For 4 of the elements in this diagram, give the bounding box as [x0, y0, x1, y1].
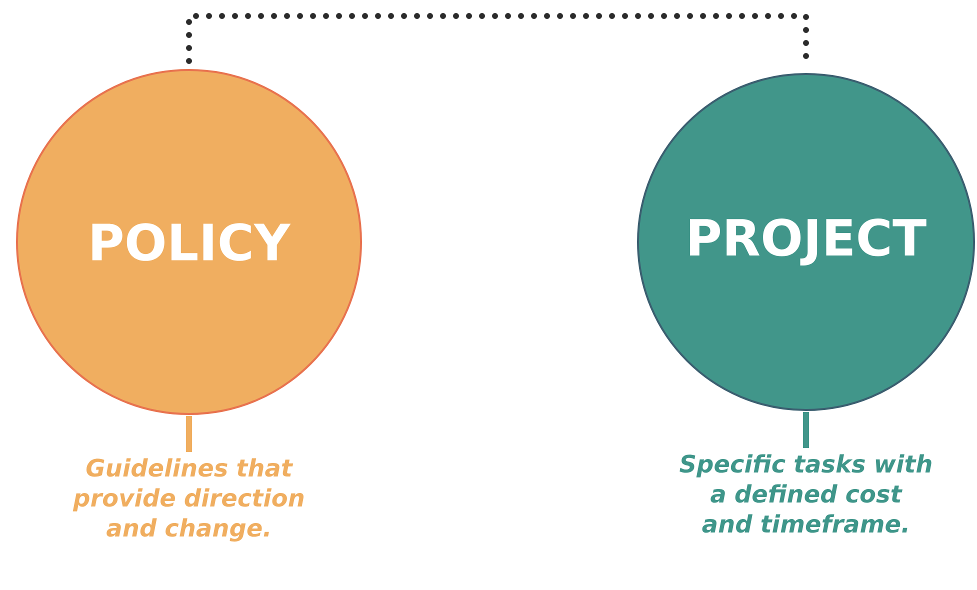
circle-node: POLICY — [16, 69, 362, 415]
circle-node: PROJECT — [637, 73, 975, 411]
description-text: Specific tasks with a defined cost and timeframe. — [680, 454, 932, 533]
description-text: Guidelines that provide direction and change. — [72, 458, 304, 542]
